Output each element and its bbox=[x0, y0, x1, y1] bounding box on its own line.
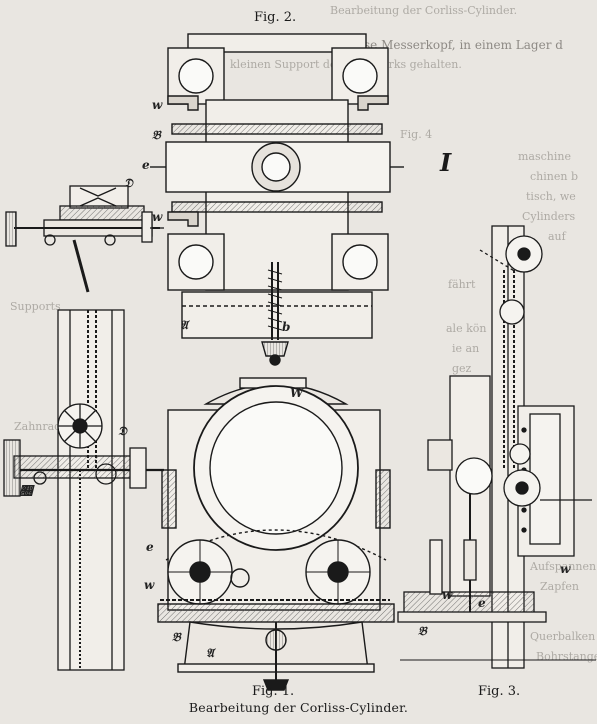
label-B-fig3: 𝔅 bbox=[418, 624, 427, 638]
label-C-fig1: 𝔆 bbox=[20, 484, 32, 498]
label-W-fig1: W bbox=[290, 386, 304, 400]
bleed-text-19: Zahnrad bbox=[14, 420, 62, 433]
label-w-fig3a: w bbox=[442, 588, 453, 602]
bleed-text-4: maschine bbox=[518, 150, 571, 163]
label-e-fig1: e bbox=[146, 540, 154, 554]
caption-fig1: Fig. 1. bbox=[252, 684, 295, 699]
bleed-text-9: Fig. 4 bbox=[400, 128, 433, 141]
fig1-left-column bbox=[3, 309, 164, 671]
plate-title: Bearbeitung der Corliss-Cylinder. bbox=[188, 700, 409, 715]
fig3-drawing bbox=[397, 225, 596, 669]
bleed-text-12: ie an bbox=[452, 342, 480, 355]
bleed-text-13: gez bbox=[452, 362, 472, 375]
label-b-fig2: b bbox=[282, 320, 291, 334]
label-e-fig3: e bbox=[478, 596, 486, 610]
bleed-text-1: Bearbeitung der Corliss-Cylinder. bbox=[330, 4, 518, 17]
label-B-fig2: 𝔅 bbox=[152, 128, 161, 142]
label-D-detail: 𝔇 bbox=[124, 176, 133, 190]
bleed-text-6: tisch, we bbox=[526, 190, 576, 203]
caption-fig2: Fig. 2. bbox=[254, 10, 297, 25]
bleed-text-7: Cylinders bbox=[522, 210, 576, 223]
label-w-fig2b: w bbox=[152, 210, 163, 224]
label-B-fig1: 𝔅 bbox=[172, 630, 181, 644]
label-e-fig2: e bbox=[142, 158, 150, 172]
bleed-text-18: Supports bbox=[10, 300, 61, 313]
plate-number: I bbox=[440, 148, 452, 177]
bleed-text-15: Zapfen bbox=[540, 580, 579, 593]
bleed-text-5: chinen b bbox=[530, 170, 578, 183]
caption-fig3: Fig. 3. bbox=[478, 684, 521, 699]
label-w-fig3b: w bbox=[560, 562, 571, 576]
bleed-text-16: Querbalken bbox=[530, 630, 596, 643]
label-A-fig1: 𝔄 bbox=[206, 646, 214, 660]
bleed-text-14: Aufspannen bbox=[530, 560, 597, 573]
boring-head-detail bbox=[5, 185, 164, 293]
bleed-text-11: ale kön bbox=[446, 322, 487, 335]
label-A-fig2: 𝔄 bbox=[180, 318, 188, 332]
label-w-fig2: w bbox=[152, 98, 163, 112]
bleed-text-10: fährt bbox=[448, 278, 476, 291]
bleed-text-8: auf bbox=[548, 230, 566, 243]
label-w-fig1: w bbox=[144, 578, 155, 592]
fig1-cylinder bbox=[157, 377, 395, 691]
label-D-fig1: 𝔇 bbox=[118, 424, 127, 438]
fig2-drawing bbox=[150, 33, 404, 366]
